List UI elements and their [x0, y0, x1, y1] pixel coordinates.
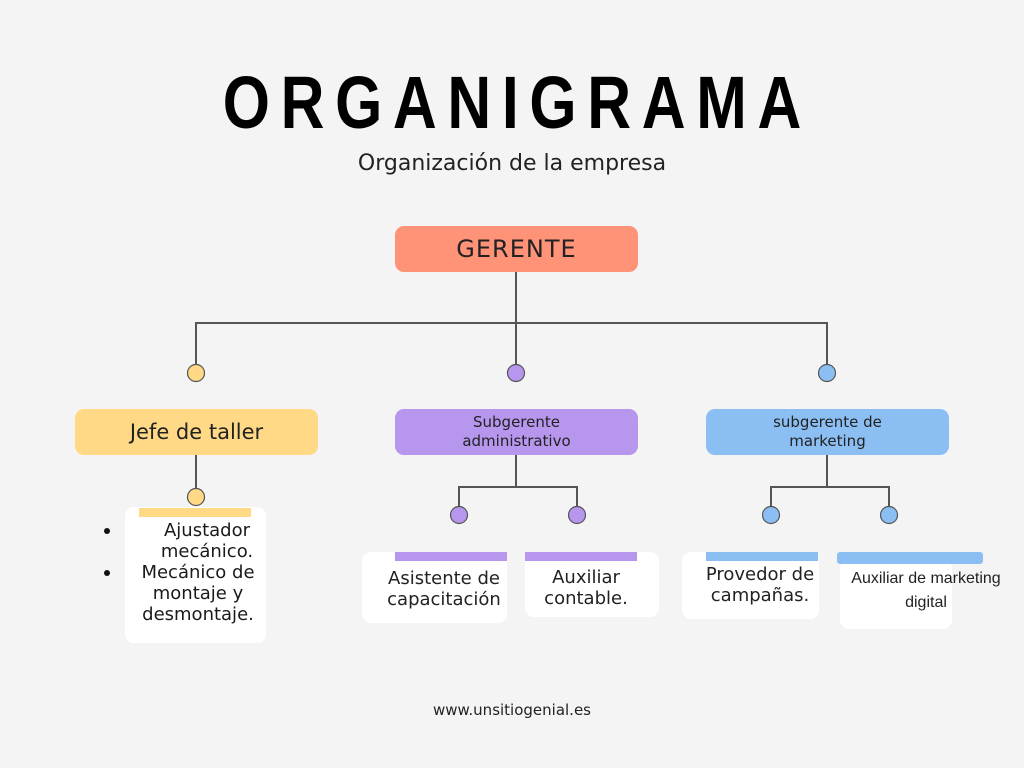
card-auxiliar-label: Auxiliar contable.: [544, 567, 628, 609]
connector-level1-bus: [195, 322, 828, 364]
node-jefe-de-taller: Jefe de taller: [75, 409, 318, 455]
node-submkt-label: subgerente de marketing: [773, 413, 882, 450]
card-provedor-label: Provedor de campañas.: [705, 564, 815, 606]
node-dot-taller-child: [186, 487, 206, 507]
card-taller-accent: [139, 508, 251, 517]
card-asistente-label: Asistente de capacitación: [387, 568, 501, 610]
taller-roles-list: Ajustador mecánico. Mecánico de montaje …: [104, 520, 268, 625]
node-dot-adm: [506, 363, 526, 383]
node-gerente-label: GERENTE: [456, 235, 577, 263]
list-item: Mecánico de montaje y desmontaje.: [104, 562, 268, 625]
node-subgerente-marketing: subgerente de marketing: [706, 409, 949, 455]
node-dot-taller: [186, 363, 206, 383]
card-asistente: [362, 552, 507, 623]
node-jefe-label: Jefe de taller: [129, 420, 264, 444]
card-auxmkt-label: Auxiliar de marketing digital: [851, 570, 1001, 611]
bullet-icon: [104, 528, 110, 534]
card-provedor: [682, 552, 819, 619]
node-dot-adm-child-2: [567, 505, 587, 525]
node-gerente: GERENTE: [395, 226, 638, 272]
card-auxiliar-accent: [525, 552, 637, 561]
node-dot-mkt: [817, 363, 837, 383]
card-auxmkt-accent: [837, 552, 983, 564]
node-dot-mkt-child-1: [761, 505, 781, 525]
card-taller-roles: [125, 507, 266, 643]
bullet-icon: [104, 570, 110, 576]
node-subgerente-administrativo: Subgerente administrativo: [395, 409, 638, 455]
connector-adm-bus: [458, 486, 578, 507]
node-dot-mkt-child-2: [879, 505, 899, 525]
footer-url: www.unsitiogenial.es: [432, 701, 591, 719]
card-auxiliar-contable: [525, 552, 659, 617]
node-dot-adm-child-1: [449, 505, 469, 525]
page-title: ORGANIGRAMA: [222, 61, 812, 144]
list-item: Ajustador mecánico.: [104, 520, 268, 562]
card-auxiliar-marketing: [840, 560, 952, 629]
card-asistente-accent: [395, 552, 507, 561]
connector-mkt-bus: [770, 486, 890, 507]
page-subtitle: Organización de la empresa: [357, 151, 667, 176]
node-subadm-label: Subgerente administrativo: [462, 413, 571, 450]
card-provedor-accent: [706, 552, 818, 561]
